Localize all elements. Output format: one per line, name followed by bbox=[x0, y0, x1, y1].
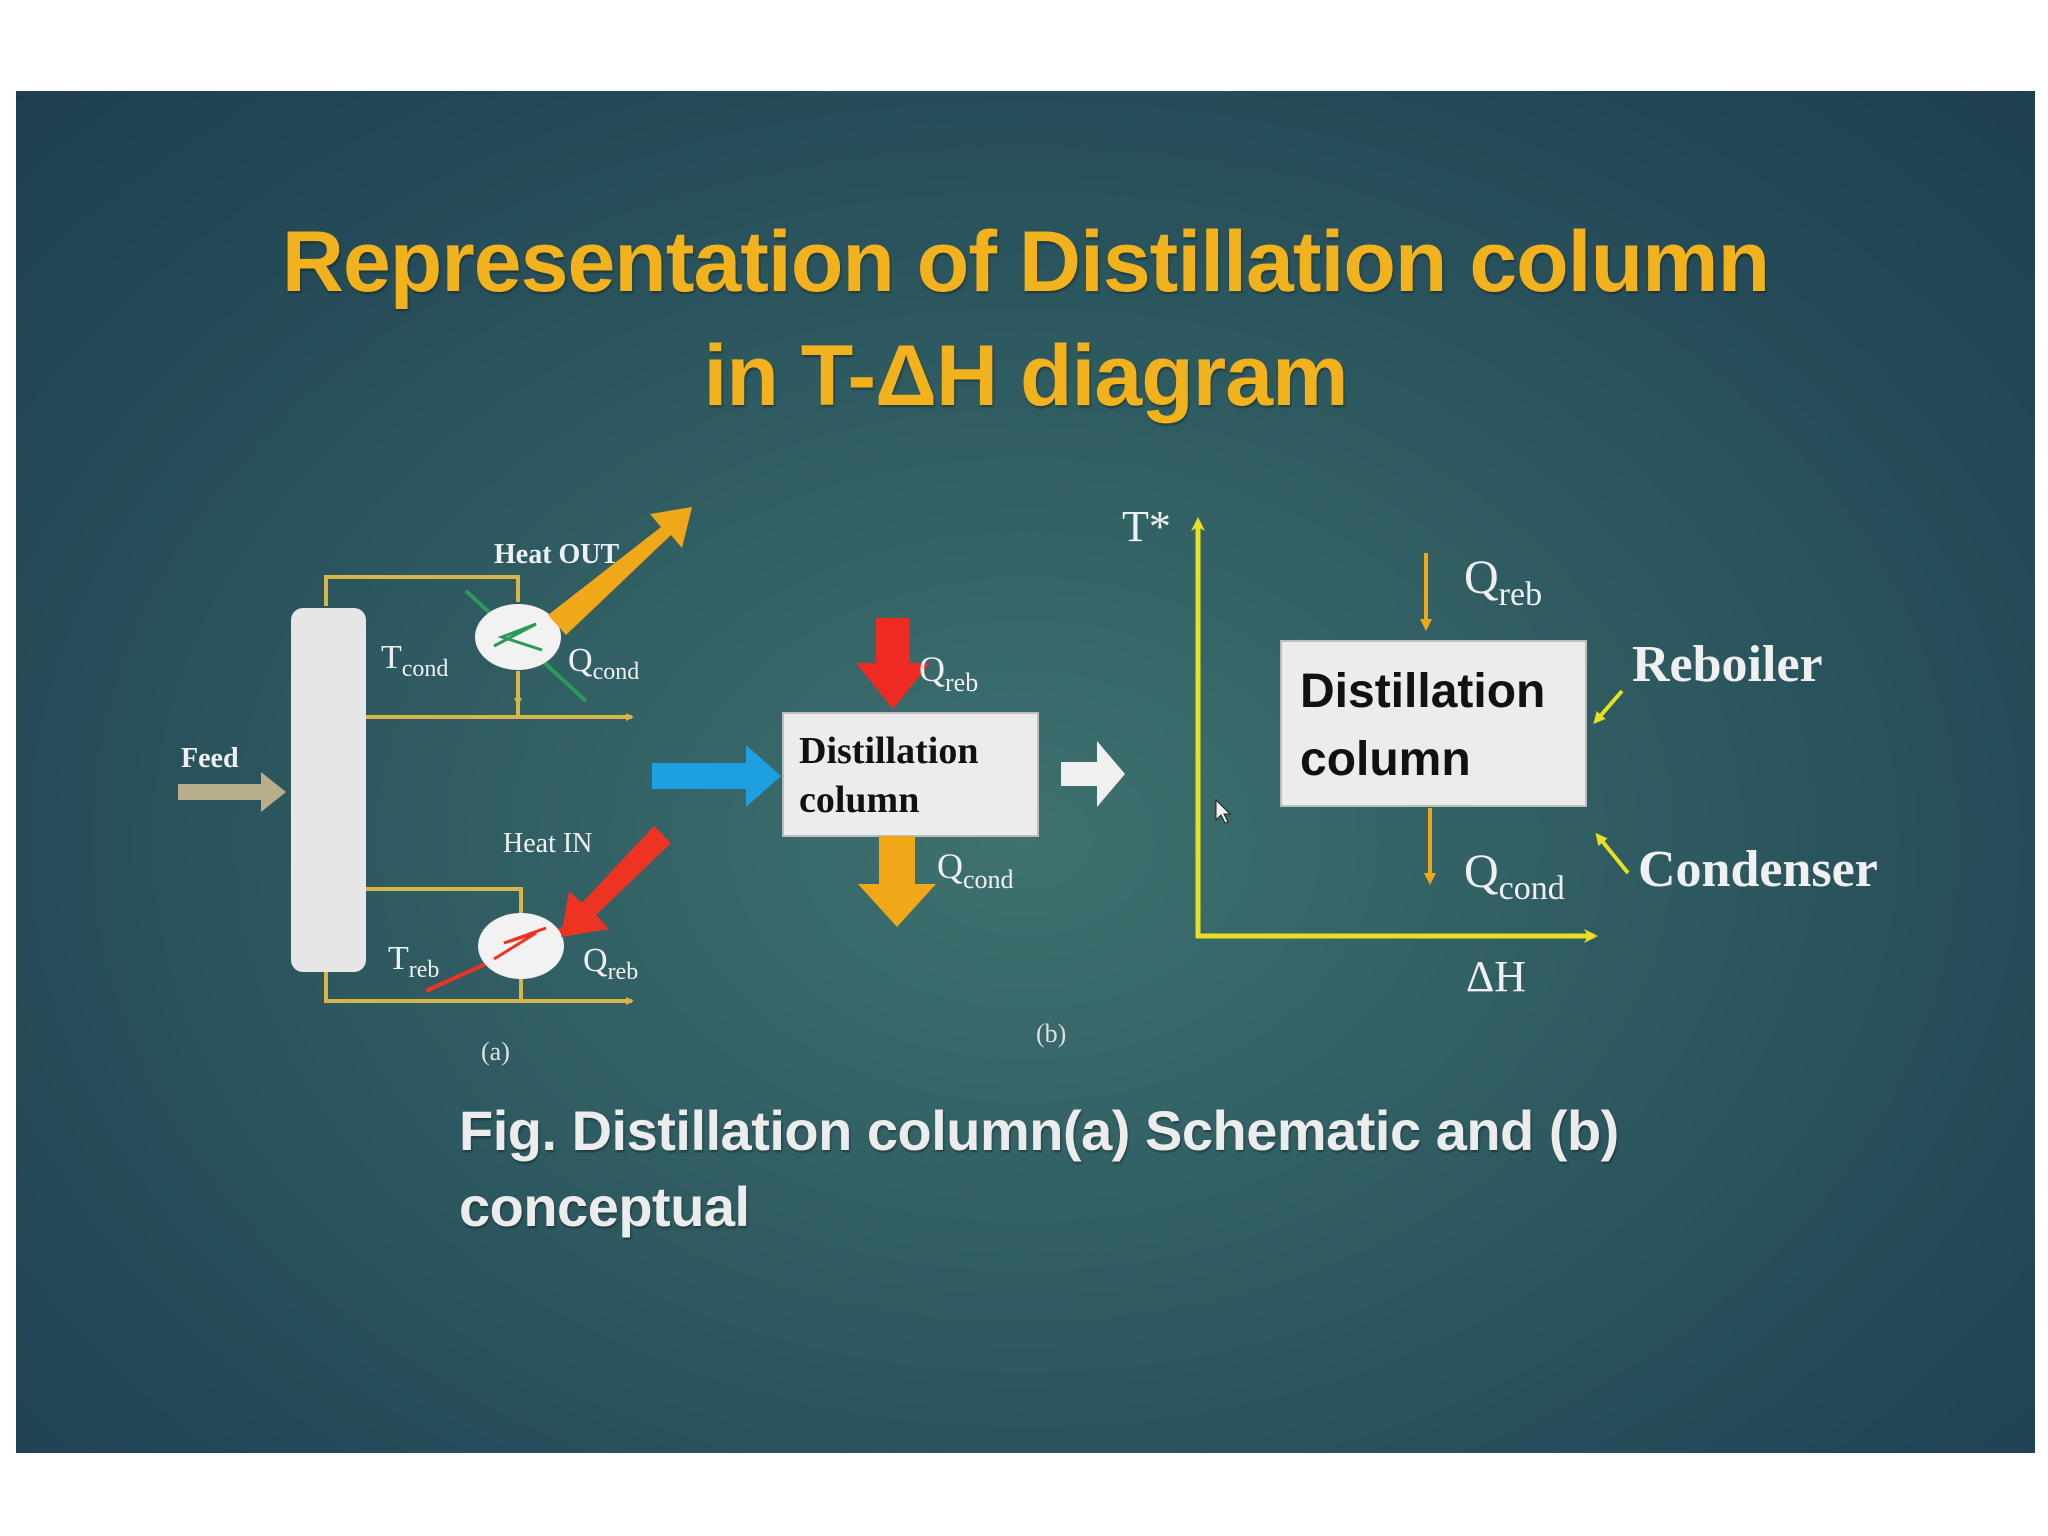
graph-box-line-1: Distillation bbox=[1300, 665, 1545, 718]
conceptual-box bbox=[782, 712, 1039, 837]
condenser-pointer-arrow bbox=[1595, 832, 1630, 875]
x-axis-label: ΔH bbox=[1466, 952, 1526, 1001]
conceptual-q-cond-label: Qcond bbox=[937, 846, 1014, 894]
heat-in-label: Heat IN bbox=[503, 828, 592, 859]
q-cond-label: Qcond bbox=[568, 642, 639, 685]
reboiler-label: Reboiler bbox=[1632, 636, 1823, 693]
conceptual-q-reb-arrow bbox=[856, 618, 930, 709]
heat-out-arrow bbox=[548, 507, 692, 635]
t-dh-graph-group: T* ΔH Qreb Distillation column Qcond Reb… bbox=[1122, 502, 1878, 1001]
slide-title-line-2: in T-ΔH diagram bbox=[703, 328, 1348, 424]
conceptual-q-cond-arrow bbox=[858, 836, 936, 927]
distillation-column-vessel bbox=[291, 608, 366, 972]
reboiler-pipes bbox=[324, 887, 634, 1005]
reboiler-pointer-arrow bbox=[1593, 689, 1624, 725]
t-reb-label: Treb bbox=[388, 940, 439, 983]
transfer-arrow bbox=[652, 745, 781, 807]
conceptual-to-graph-arrow bbox=[1061, 741, 1125, 807]
heat-out-label: Heat OUT bbox=[494, 539, 620, 570]
condenser-label: Condenser bbox=[1638, 841, 1878, 898]
feed-label: Feed bbox=[181, 743, 239, 774]
conceptual-box-line-2: column bbox=[799, 779, 919, 821]
condenser-pipes bbox=[324, 575, 634, 721]
conceptual-group: Qreb Distillation column Qcond (b) bbox=[782, 618, 1066, 1048]
y-axis-label: T* bbox=[1122, 502, 1171, 551]
conceptual-box-line-1: Distillation bbox=[799, 730, 978, 772]
graph-box-line-2: column bbox=[1300, 733, 1471, 786]
schematic-caption-label: (a) bbox=[481, 1037, 510, 1066]
graph-q-reb-label: Qreb bbox=[1464, 551, 1542, 613]
q-reb-label: Qreb bbox=[583, 942, 638, 985]
slide-title-line-1: Representation of Distillation column bbox=[281, 214, 1770, 310]
condenser-exchanger bbox=[464, 589, 588, 703]
conceptual-q-reb-label: Qreb bbox=[919, 649, 978, 697]
graph-q-cond-label: Qcond bbox=[1464, 845, 1565, 907]
t-cond-label: Tcond bbox=[381, 639, 448, 682]
feed-arrow bbox=[178, 772, 286, 812]
graph-distillation-box bbox=[1280, 640, 1587, 807]
heat-in-arrow bbox=[561, 826, 671, 937]
schematic-group: Feed Heat OUT Heat IN bbox=[178, 507, 692, 1066]
conceptual-caption-label: (b) bbox=[1036, 1019, 1066, 1048]
mouse-cursor-icon bbox=[1215, 798, 1232, 824]
diagram-canvas: Feed Heat OUT Heat IN bbox=[178, 502, 1878, 1066]
slide: Representation of Distillation column in… bbox=[16, 91, 2035, 1453]
figure-caption: Fig. Distillation column(a) Schematic an… bbox=[459, 1099, 1619, 1238]
